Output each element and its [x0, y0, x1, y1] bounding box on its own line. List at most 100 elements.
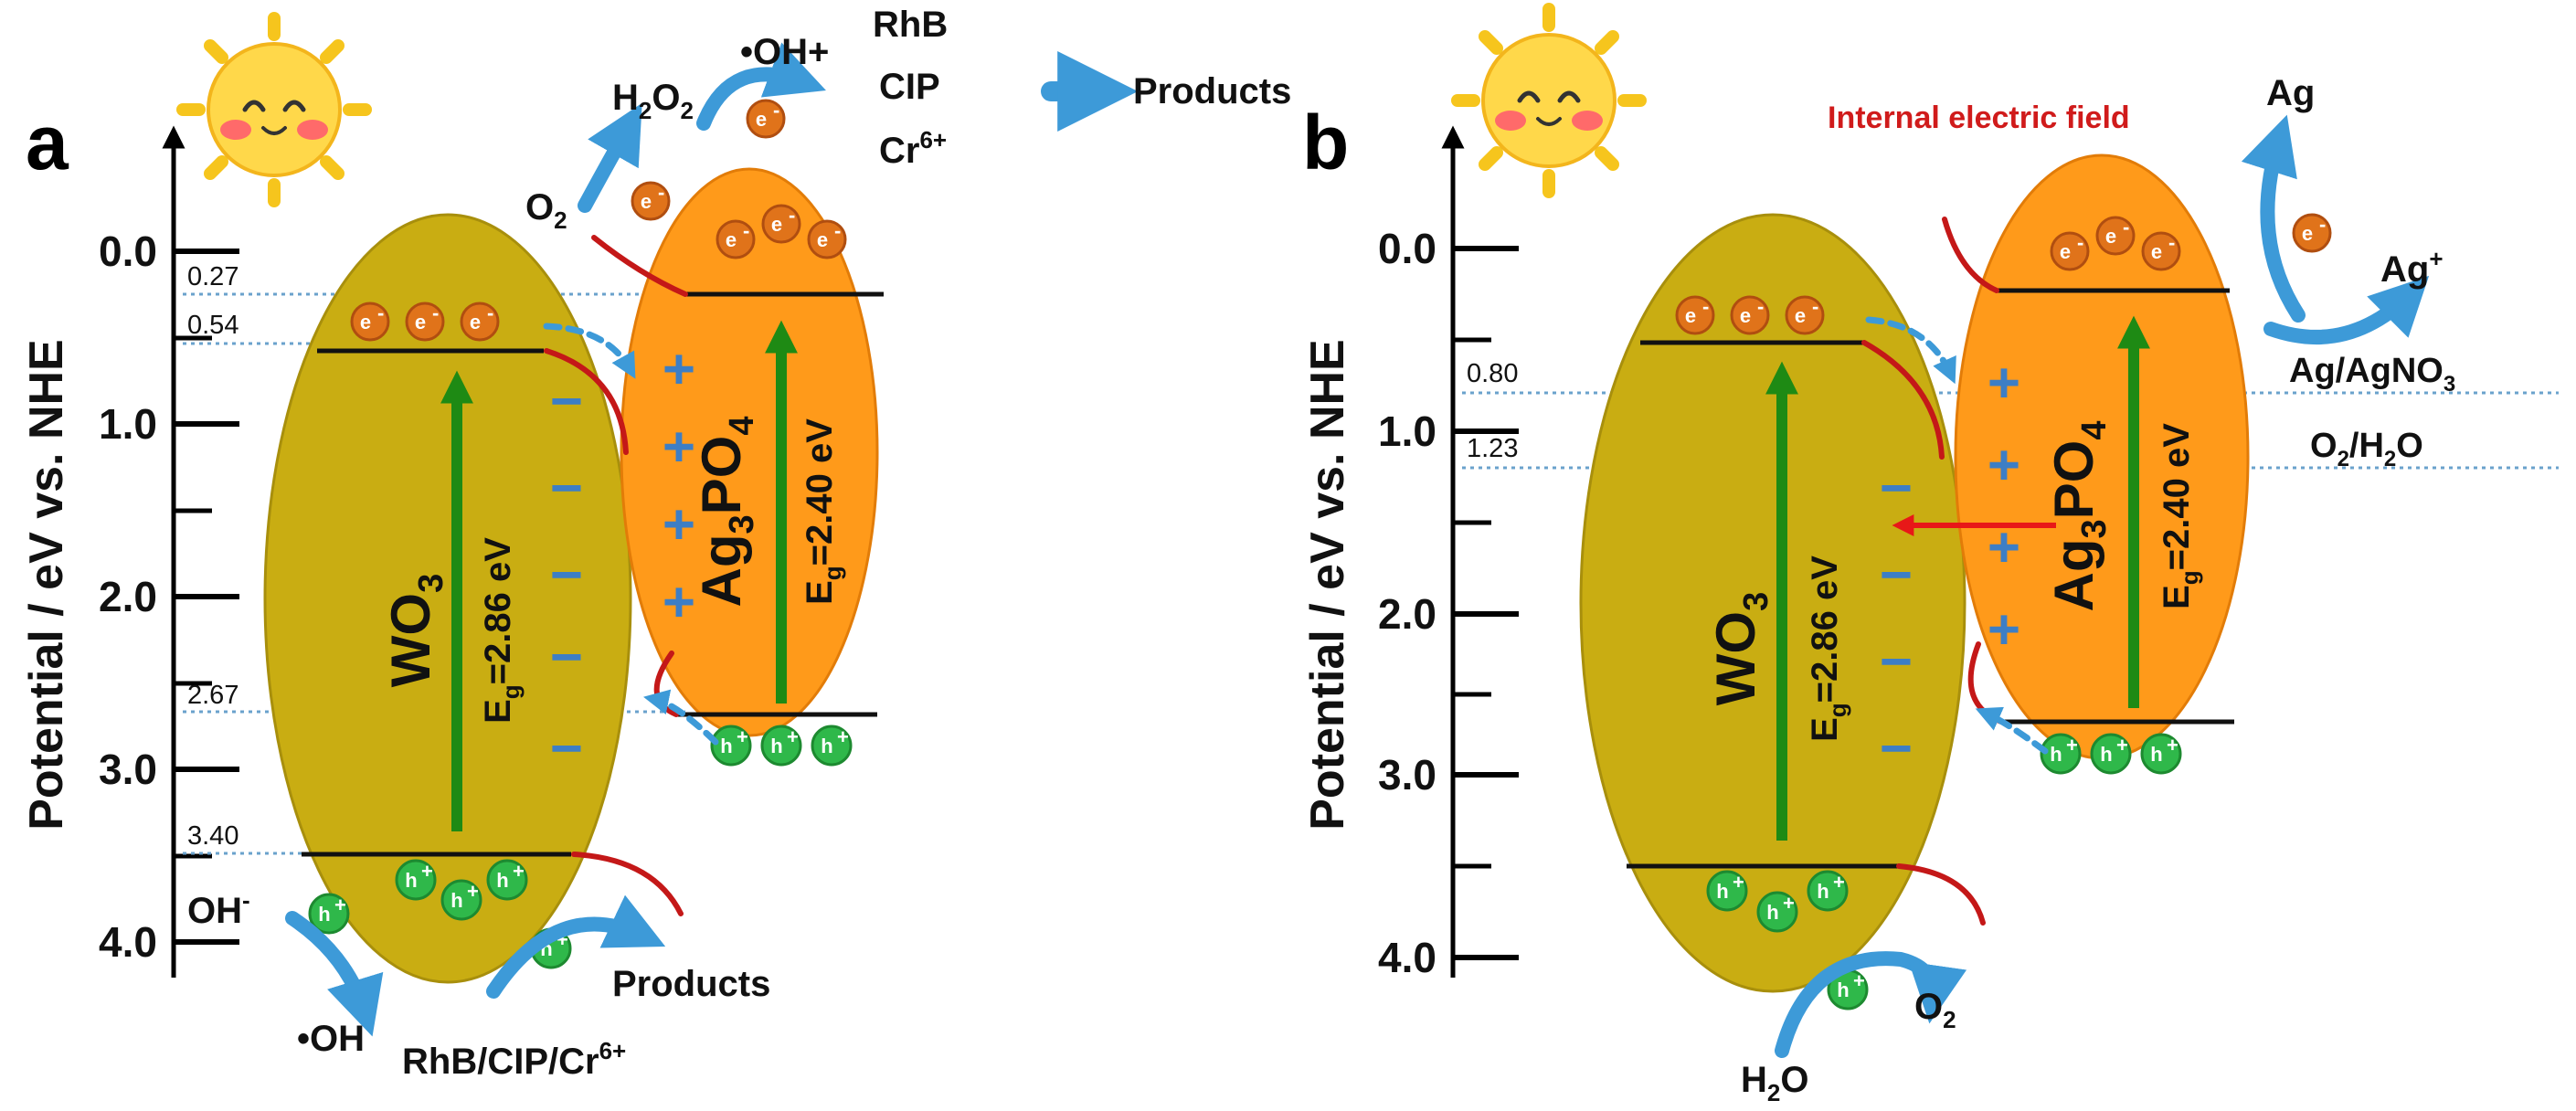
transfer-arrows-b — [1865, 316, 2049, 755]
svg-text:OH-: OH- — [187, 886, 250, 931]
holes-a: h h h h h h h h + + + + + + + + — [308, 725, 853, 969]
svg-text:+: + — [334, 894, 346, 916]
svg-text:-: - — [773, 99, 779, 122]
level-label: 2.67 — [187, 681, 239, 710]
svg-text:Ag+: Ag+ — [2380, 245, 2443, 290]
panel-b-label: b — [1302, 100, 1349, 185]
y-axis-label-b: Potential / eV vs. NHE — [1301, 339, 1354, 831]
tick-label: 1.0 — [99, 400, 157, 448]
svg-text:WO3: WO3 — [1705, 592, 1776, 705]
tick-label: 1.0 — [1378, 407, 1436, 455]
svg-text:H2O: H2O — [1741, 1060, 1808, 1106]
ag-labels-b: Ag3PO4 Eg=2.40 eV — [2043, 421, 2203, 612]
svg-text:-: - — [432, 302, 439, 324]
svg-text:-: - — [789, 204, 795, 227]
svg-text:+: + — [2116, 734, 2128, 757]
svg-text:•OH+: •OH+ — [740, 32, 829, 72]
svg-text:Ag3PO4: Ag3PO4 — [2043, 421, 2114, 612]
svg-text:h: h — [1716, 880, 1728, 903]
svg-text:e: e — [1795, 304, 1806, 327]
svg-text:+: + — [1853, 969, 1865, 992]
svg-text:e: e — [2302, 222, 2313, 245]
sun-a — [176, 12, 372, 207]
svg-text:h: h — [770, 735, 782, 757]
reaction-arrows-a — [285, 42, 1139, 1037]
svg-text:-: - — [743, 219, 749, 242]
svg-text:-: - — [2319, 213, 2326, 236]
svg-text:+: + — [837, 725, 849, 748]
svg-text:+: + — [2066, 734, 2078, 757]
svg-text:e: e — [360, 311, 371, 333]
level-label: 1.23 — [1467, 434, 1518, 463]
svg-text:Ag/AgNO3: Ag/AgNO3 — [2289, 352, 2455, 397]
svg-text:Products: Products — [1133, 71, 1291, 111]
svg-text:•OH: •OH — [297, 1019, 365, 1059]
ag3po4-particle-a — [620, 167, 879, 737]
svg-text:-: - — [658, 181, 664, 204]
svg-text:+: + — [663, 493, 695, 556]
svg-text:h: h — [1837, 979, 1849, 1001]
svg-text:-: - — [487, 302, 493, 324]
svg-text:Eg=2.86 eV: Eg=2.86 eV — [1805, 556, 1851, 742]
svg-text:h: h — [2050, 743, 2062, 766]
tick-label: 0.0 — [99, 227, 157, 275]
svg-text:h: h — [451, 889, 462, 912]
svg-text:e: e — [756, 108, 767, 131]
svg-text:e: e — [470, 311, 481, 333]
space-charge-a: − − − − − + + + + — [550, 338, 695, 780]
svg-text:+: + — [1988, 352, 2020, 415]
svg-text:e: e — [1685, 304, 1696, 327]
svg-text:-: - — [377, 302, 384, 324]
reaction-labels-b: Ag Ag+ Ag/AgNO3 O2/H2O O2 H2O — [1741, 73, 2455, 1106]
svg-text:h: h — [1766, 901, 1778, 924]
space-charge-b: − − − − + + + + — [1880, 352, 2020, 780]
svg-text:+: + — [1988, 516, 2020, 579]
ticks-a: 0.0 1.0 2.0 3.0 4.0 — [99, 227, 239, 966]
svg-text:−: − — [550, 717, 583, 780]
tick-label: 2.0 — [1378, 590, 1436, 638]
panel-b: b Potential / eV vs. NHE — [1301, 3, 2559, 1106]
svg-text:e: e — [726, 228, 737, 251]
svg-text:−: − — [550, 544, 583, 607]
svg-text:+: + — [663, 338, 695, 401]
svg-text:+: + — [737, 725, 748, 748]
svg-text:+: + — [663, 416, 695, 479]
svg-text:−: − — [1880, 544, 1913, 607]
svg-text:O2: O2 — [525, 187, 567, 234]
svg-text:+: + — [1988, 434, 2020, 497]
svg-text:Eg=2.40 eV: Eg=2.40 eV — [2157, 423, 2203, 609]
tick-label: 0.0 — [1378, 225, 1436, 272]
tick-label: 3.0 — [99, 746, 157, 793]
panel-a: a Potential / eV vs. NHE — [20, 5, 1291, 1082]
svg-text:O2: O2 — [1914, 987, 1956, 1033]
transfer-arrows-a — [543, 323, 719, 746]
internal-field-label: Internal electric field — [1828, 101, 2130, 135]
electrons-a: e e e e e e e e - - - - - - - - — [350, 99, 847, 342]
reaction-arrows-b — [1775, 114, 2430, 1058]
svg-text:e: e — [2060, 240, 2071, 263]
svg-text:Cr6+: Cr6+ — [879, 126, 947, 171]
svg-text:e: e — [2105, 225, 2116, 248]
svg-text:Products: Products — [612, 964, 770, 1004]
holes-b: h h h h h h h + + + + + + + — [1706, 733, 2182, 1010]
svg-text:e: e — [817, 228, 828, 251]
panel-a-label: a — [26, 100, 69, 185]
svg-text:-: - — [1812, 295, 1818, 318]
svg-text:+: + — [663, 571, 695, 634]
svg-text:h: h — [2150, 743, 2162, 766]
svg-text:+: + — [787, 725, 799, 748]
svg-text:h: h — [1817, 880, 1829, 903]
svg-text:−: − — [550, 626, 583, 689]
svg-text:Ag: Ag — [2266, 73, 2315, 113]
svg-text:e: e — [415, 311, 426, 333]
tick-label: 2.0 — [99, 573, 157, 620]
svg-text:-: - — [2077, 231, 2083, 254]
svg-text:+: + — [1988, 598, 2020, 661]
svg-text:+: + — [1783, 892, 1795, 915]
svg-text:Eg=2.40 eV: Eg=2.40 eV — [800, 418, 846, 605]
svg-text:RhB/CIP/Cr6+: RhB/CIP/Cr6+ — [402, 1037, 626, 1082]
svg-text:−: − — [550, 457, 583, 520]
svg-text:h: h — [405, 869, 417, 892]
